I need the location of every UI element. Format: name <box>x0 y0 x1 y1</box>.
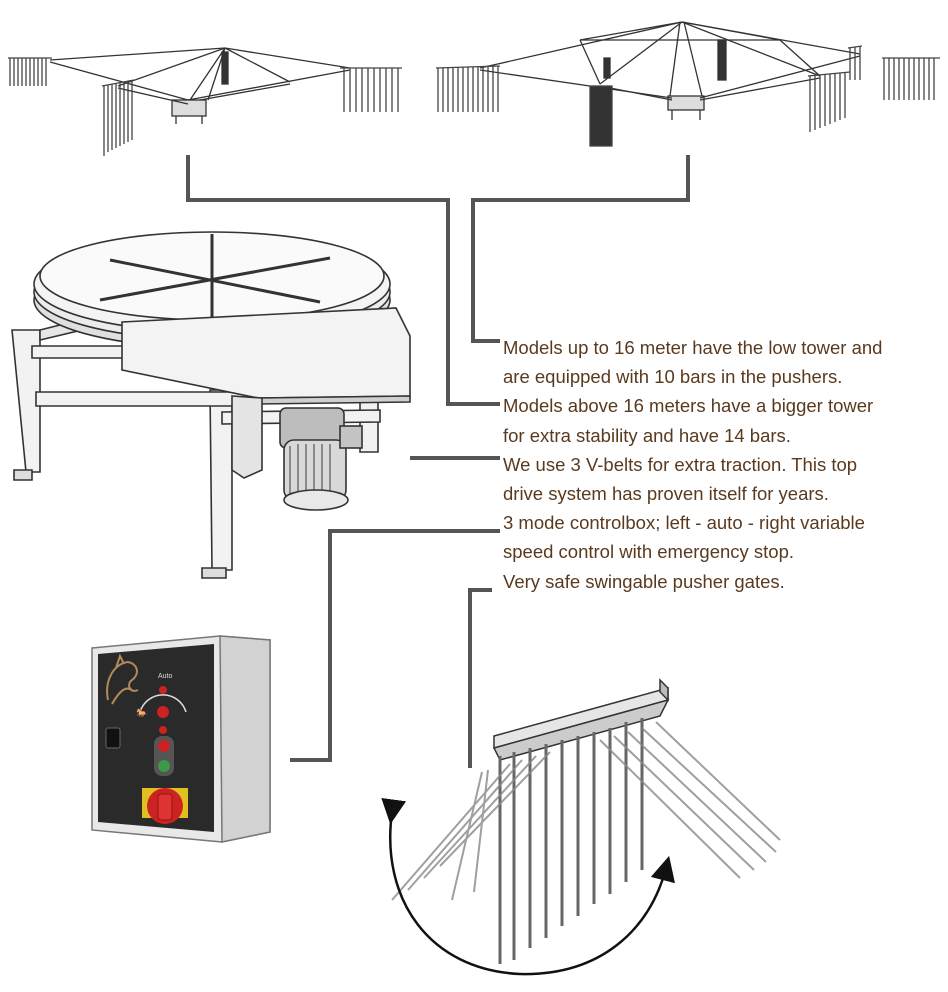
connector-low-tower <box>186 155 500 406</box>
connector-pusher-gate <box>468 588 492 768</box>
connector-lines <box>186 155 690 768</box>
control-panel-face <box>98 644 214 832</box>
description-line: drive system has proven itself for years… <box>503 483 829 505</box>
high-tower-pusher-mid-right <box>847 45 863 80</box>
drive-unit-illustration <box>11 231 411 579</box>
low-tower-walker-illustration <box>8 47 402 156</box>
low-tower-pusher-front <box>101 79 135 156</box>
description-line: speed control with emergency stop. <box>503 541 795 563</box>
description-line: Very safe swingable pusher gates. <box>503 570 785 592</box>
electric-motor <box>279 407 363 511</box>
high-tower-pusher-front <box>589 85 613 147</box>
control-box-illustration: Auto 🐎 <box>91 635 271 843</box>
description-line: 3 mode controlbox; left - auto - right v… <box>503 512 865 534</box>
control-box-brand-label: Auto <box>158 673 173 680</box>
low-tower-pusher-right <box>340 67 402 112</box>
indicator-lamp-top <box>159 686 167 694</box>
description-line: for extra stability and have 14 bars. <box>503 424 791 446</box>
low-tower-pusher-left <box>8 57 52 86</box>
drive-housing <box>121 307 411 479</box>
indicator-lamp-mid <box>159 726 167 734</box>
swing-arrow-icon <box>381 797 675 976</box>
side-switch <box>105 727 121 749</box>
description-line: Models up to 16 meter have the low tower… <box>503 337 883 358</box>
high-tower-pusher-right <box>882 57 940 100</box>
description-line: are equipped with 10 bars in the pushers… <box>503 366 843 388</box>
horse-logo-icon <box>106 653 139 705</box>
description-line: We use 3 V-belts for extra traction. Thi… <box>503 453 858 475</box>
start-button <box>158 760 170 772</box>
description-line: Models above 16 meters have a bigger tow… <box>503 395 874 417</box>
high-tower-walker-illustration <box>435 21 940 147</box>
connector-high-tower <box>471 155 690 343</box>
connector-controlbox <box>290 529 500 762</box>
high-tower-pusher-right-front <box>807 71 851 132</box>
svg-text:🐎: 🐎 <box>136 708 147 719</box>
feature-description: Models up to 16 meter have the low tower… <box>503 333 943 596</box>
stop-button <box>158 740 170 752</box>
pusher-gate-swing-ghost <box>391 721 781 901</box>
pusher-gate-illustration <box>381 678 781 976</box>
mode-selector-knob: 🐎 <box>136 694 187 719</box>
high-tower-pusher-left <box>435 65 501 112</box>
